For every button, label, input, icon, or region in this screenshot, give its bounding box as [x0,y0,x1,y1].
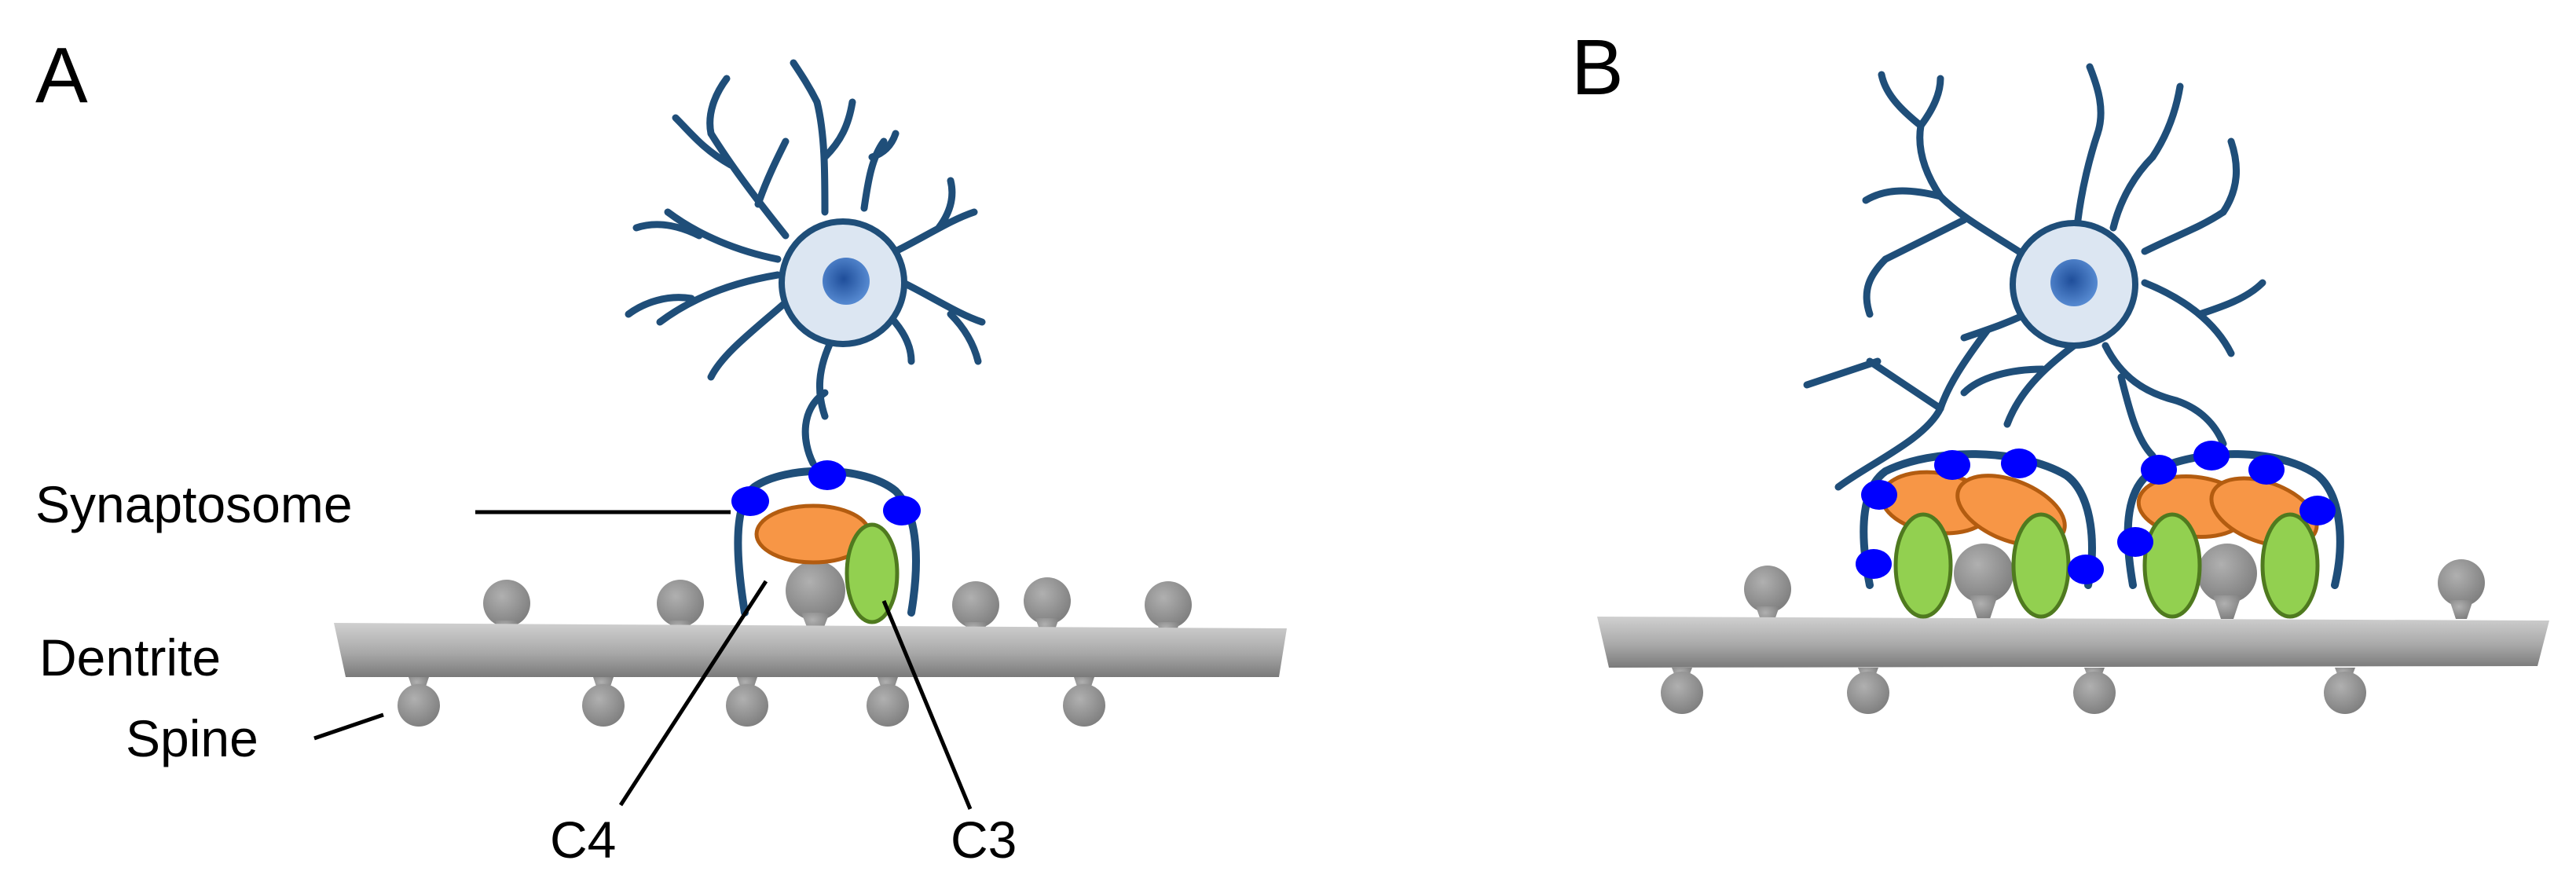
spine [867,677,909,727]
spine [2438,559,2485,619]
spine [398,677,440,727]
label-c3: C3 [951,811,1017,869]
leader-line-c4 [618,580,768,807]
spine [1744,566,1791,624]
receptor-dot [2117,527,2153,557]
nucleus [2050,259,2098,306]
panel-letter-b: B [1571,24,1624,112]
c3-protein [2260,512,2320,619]
dendrite-shaft-b [1597,617,2549,668]
spine [582,677,625,727]
receptor-dot [1934,450,1970,480]
microglia-cell-body-b [2010,220,2138,349]
receptor-dots [2117,441,2336,557]
receptor-dot [1856,549,1892,579]
microglia-cell-body-a [779,218,907,347]
c3-protein [845,522,900,624]
spine [1847,668,1889,714]
spine [2197,544,2257,619]
receptor-dot [883,496,921,525]
synaptosome-membrane [1860,450,2096,589]
label-dendrite: Dentrite [39,628,221,686]
spine [1661,668,1703,714]
spines-below-b [1661,668,2366,714]
receptor-dot [2299,496,2336,525]
synaptosome-b-right [2117,441,2344,619]
label-synaptosome: Synaptosome [35,475,353,533]
spine [1063,677,1105,727]
spine [786,561,845,633]
spine [2073,668,2116,714]
spine [1954,544,2014,619]
panel-a: A [35,31,1287,869]
nucleus [823,258,870,305]
spines-below-a [398,677,1105,727]
leader-line-c3 [881,600,973,810]
receptor-dot [731,486,769,516]
dendrite-shaft-a [334,623,1287,677]
spine [2324,668,2366,714]
synaptosome-a [731,460,921,624]
receptor-dot [2193,441,2230,470]
receptor-dot [2248,455,2285,485]
receptor-dot [2068,555,2104,584]
synaptosome-membrane [2123,450,2344,589]
panel-letter-a: A [35,31,88,119]
receptor-dot [808,460,846,490]
leader-line-spine [313,712,384,741]
receptor-dots [731,460,921,525]
c3-protein [2011,512,2071,619]
receptor-dots [1856,448,2104,584]
receptor-dot [2001,448,2037,478]
receptor-dot [1861,480,1897,510]
label-spine: Spine [126,709,258,767]
microglia-a [625,59,986,467]
c3-protein [2142,512,2202,619]
panel-b: B [1571,24,2549,714]
microglia-b [1803,63,2266,491]
receptor-dot [2141,455,2177,485]
spine [726,677,768,727]
synaptosome-b-left [1856,448,2104,619]
label-c4: C4 [550,811,616,869]
spines-above-b [1744,544,2485,624]
c3-protein [1893,512,1953,619]
